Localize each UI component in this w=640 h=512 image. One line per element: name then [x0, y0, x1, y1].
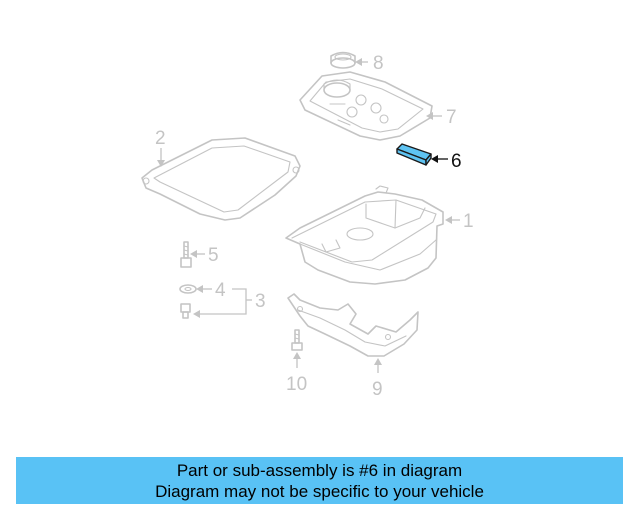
part-filter: [299, 71, 433, 141]
leader-3-bracket: [193, 288, 252, 318]
part-washer: [179, 284, 197, 294]
callout-2: 2: [155, 128, 166, 149]
leader-6: [431, 155, 448, 163]
leader-9: [374, 358, 382, 373]
callout-8: 8: [373, 53, 384, 74]
part-bolt-10: [291, 329, 303, 351]
part-shield: [287, 293, 419, 357]
leader-4: [196, 285, 212, 293]
part-bolt-5: [180, 241, 192, 268]
part-drain-plug: [180, 303, 191, 319]
leader-10: [293, 352, 301, 368]
callout-1: 1: [463, 211, 474, 232]
callout-6: 6: [451, 151, 462, 172]
parts-diagram: 8 7 6 2: [141, 51, 474, 400]
part-oil-pan: [285, 185, 444, 285]
callout-4: 4: [215, 280, 226, 301]
part-6-highlighted: [396, 143, 432, 166]
leader-7: [426, 112, 442, 120]
leader-2: [157, 148, 165, 167]
banner-line-part-number: Part or sub-assembly is #6 in diagram: [176, 460, 463, 480]
leader-1: [445, 216, 460, 224]
part-seal-ring: [330, 51, 356, 69]
callout-7: 7: [446, 107, 457, 128]
callout-10: 10: [286, 374, 307, 395]
info-banner: Part or sub-assembly is #6 in diagram Di…: [16, 457, 623, 504]
callout-3: 3: [255, 291, 266, 312]
callout-9: 9: [372, 379, 383, 400]
leader-5: [190, 250, 205, 258]
banner-line-disclaimer: Diagram may not be specific to your vehi…: [155, 481, 484, 501]
leader-8: [355, 58, 368, 66]
callout-5: 5: [208, 245, 219, 266]
part-gasket: [141, 137, 301, 221]
